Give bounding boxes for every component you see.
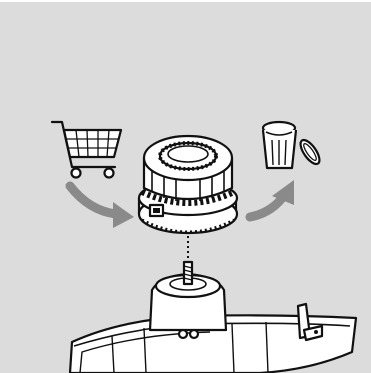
trimmer-housing-icon [70,262,356,373]
shopping-cart-icon [52,122,121,178]
trash-can-icon [263,122,323,168]
trimmer-spool-head-icon [139,136,237,233]
arrow-in-icon [70,186,134,228]
arrow-out-icon [250,180,294,217]
